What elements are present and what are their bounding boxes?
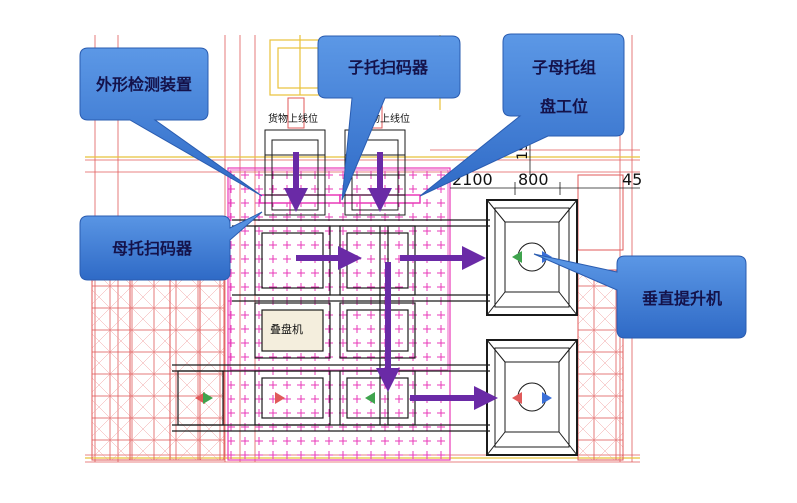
callout-shape-detector-label: 外形检测装置	[95, 75, 192, 94]
dimension-800: 800	[518, 170, 549, 189]
callout-pallet-assembly-line2: 盘工位	[540, 97, 588, 116]
flow-arrows	[284, 152, 498, 410]
workcell-area	[227, 167, 451, 461]
callout-mother-pallet-scanner: 母托扫码器	[79, 211, 263, 281]
vertical-lift-lower	[486, 339, 578, 456]
callout-pallet-assembly-line1: 子母托组	[532, 58, 596, 77]
callout-sub-pallet-scanner: 子托扫码器	[317, 35, 461, 201]
callout-shape-detector: 外形检测装置	[79, 47, 263, 197]
callout-vertical-lift-label: 垂直提升机	[642, 289, 722, 308]
pallet-stacker	[254, 302, 416, 359]
stacker-label: 叠盘机	[270, 322, 303, 336]
callout-pallet-assembly-station: 子母托组 盘工位	[419, 33, 625, 197]
goods-loading-label-1: 货物上线位	[268, 112, 318, 125]
callout-mother-pallet-scanner-label: 母托扫码器	[112, 239, 193, 258]
vertical-lift-upper	[486, 199, 578, 316]
callout-sub-pallet-scanner-label: 子托扫码器	[348, 58, 429, 77]
callout-vertical-lift: 垂直提升机	[533, 253, 747, 339]
cad-drawing: 货物上线位 货物上线位 叠盘机 2100 800 45 1950	[85, 35, 642, 463]
right-racking	[577, 174, 624, 461]
dimension-45: 45	[622, 170, 642, 189]
